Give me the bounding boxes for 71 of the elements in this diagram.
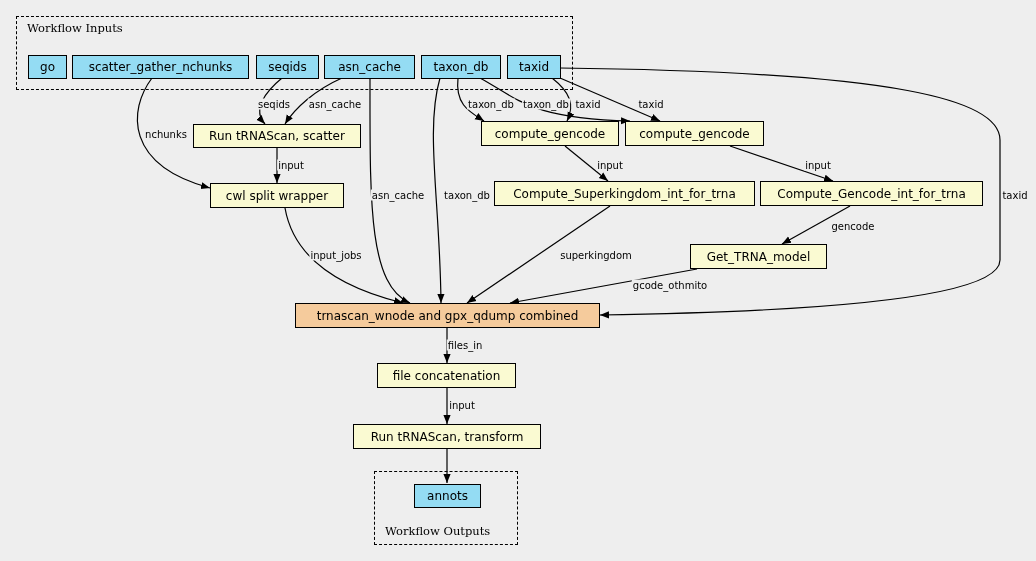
input-box bbox=[421, 55, 501, 79]
cluster-title: Workflow Inputs bbox=[27, 21, 123, 35]
arrow bbox=[781, 205, 851, 245]
edge-label: input bbox=[277, 159, 305, 171]
arrow bbox=[559, 67, 1001, 319]
node-label: compute_gencode bbox=[639, 126, 750, 141]
input-box bbox=[28, 55, 67, 79]
edge-label: nchunks bbox=[144, 128, 188, 140]
arrow bbox=[369, 77, 411, 304]
node-label: Run tRNAScan, scatter bbox=[209, 129, 345, 143]
node-label: annots bbox=[427, 489, 468, 503]
arrow bbox=[559, 77, 661, 122]
edge-label: taxon_db bbox=[467, 98, 515, 110]
arrow bbox=[284, 207, 404, 305]
node-label: Compute_Gencode_int_for_trna bbox=[777, 186, 966, 201]
node-label: taxon_db bbox=[433, 60, 489, 74]
process-box bbox=[377, 363, 516, 388]
process-box bbox=[494, 181, 755, 206]
edge-label: taxid bbox=[574, 98, 602, 110]
process-box bbox=[625, 121, 764, 146]
node-label: Get_TRNA_model bbox=[706, 249, 811, 264]
edge-label: input_jobs bbox=[309, 249, 363, 261]
node-label: go bbox=[40, 60, 55, 74]
cluster-box bbox=[374, 471, 518, 545]
arrow bbox=[729, 145, 834, 182]
process-box bbox=[210, 183, 344, 208]
edge-label: asn_cache bbox=[307, 98, 363, 110]
edge-label: taxid bbox=[637, 98, 665, 110]
cluster-box bbox=[16, 16, 573, 90]
node-label: taxid bbox=[518, 60, 550, 74]
arrow bbox=[443, 448, 451, 484]
arrow bbox=[466, 205, 611, 304]
edge-label: taxon_db bbox=[443, 189, 491, 201]
input-box bbox=[72, 55, 249, 79]
edge-label: taxon_db bbox=[522, 98, 570, 110]
arrow bbox=[273, 147, 281, 184]
input-box bbox=[256, 55, 319, 79]
node-label: compute_gencode bbox=[494, 126, 606, 141]
process-box bbox=[353, 424, 541, 449]
node-label: asn_cache bbox=[338, 60, 401, 74]
edge-label: input bbox=[804, 159, 832, 171]
edge-label: gencode bbox=[830, 220, 876, 232]
process-box bbox=[193, 124, 361, 148]
input-box bbox=[324, 55, 415, 79]
arrow bbox=[432, 77, 445, 304]
arrow bbox=[136, 77, 211, 189]
process-box bbox=[760, 181, 983, 206]
edge-label: input bbox=[448, 399, 476, 411]
node-label: Compute_Superkingdom_int_for_trna bbox=[513, 186, 736, 201]
node-label: scatter_gather_nchunks bbox=[88, 60, 233, 74]
edge-label: superkingdom bbox=[559, 249, 633, 261]
node-label: trnascan_wnode and gpx_qdump combined bbox=[316, 308, 579, 323]
edge-label: seqids bbox=[257, 98, 291, 110]
input-box bbox=[507, 55, 561, 79]
edge-label: gcode_othmito bbox=[631, 279, 709, 291]
node-label: Run tRNAScan, transform bbox=[370, 429, 524, 444]
node-label: cwl split wrapper bbox=[225, 188, 329, 203]
edge-label: asn_cache bbox=[370, 189, 426, 201]
arrow bbox=[564, 145, 609, 182]
edge-label: files_in bbox=[446, 339, 484, 351]
input-box bbox=[414, 484, 481, 508]
arrow bbox=[457, 77, 485, 122]
process-box bbox=[481, 121, 619, 146]
cluster-title: Workflow Outputs bbox=[385, 524, 491, 538]
edge-label: input bbox=[596, 159, 624, 171]
process-box bbox=[295, 303, 600, 328]
arrow bbox=[443, 387, 451, 425]
edge-label: taxid bbox=[1001, 189, 1029, 201]
process-box bbox=[690, 244, 827, 269]
node-label: file concatenation bbox=[392, 368, 501, 383]
node-label: seqids bbox=[268, 60, 307, 74]
